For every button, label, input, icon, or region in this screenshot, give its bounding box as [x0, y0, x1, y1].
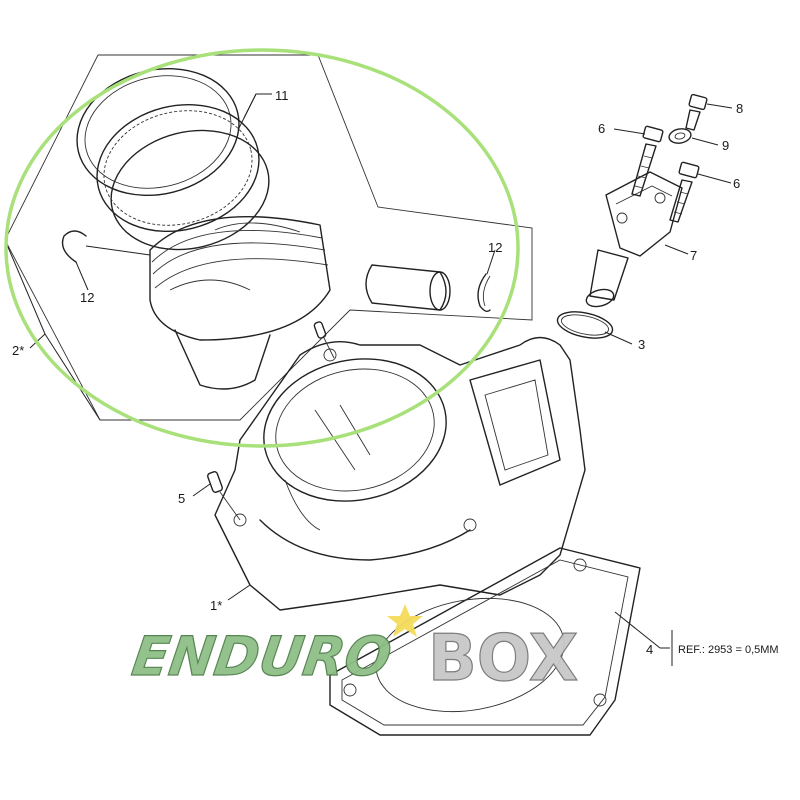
circlip-left [61, 230, 151, 263]
reference-note: REF.: 2953 = 0,5MM [678, 644, 779, 656]
callout-1: 1* [210, 598, 222, 613]
callout-7: 7 [690, 248, 697, 263]
tensioner-plug-screw [685, 93, 708, 131]
piston [149, 216, 331, 390]
callout-6-right: 6 [733, 176, 740, 191]
watermark-logo: ENDURO BOX [128, 604, 579, 697]
watermark-word-enduro: ENDURO [128, 625, 395, 688]
callout-8: 8 [736, 101, 743, 116]
circlip-right [477, 273, 491, 313]
cylinder-block [214, 336, 586, 611]
highlight-ellipse [4, 48, 520, 448]
tensioner-bolt-left [631, 125, 664, 197]
callout-12-right: 12 [488, 240, 502, 255]
base-gasket [329, 547, 641, 736]
tensioner-bolt-right [669, 161, 700, 223]
sealing-washer [668, 128, 692, 144]
dowel-pins [207, 321, 335, 521]
callout-3: 3 [638, 337, 645, 352]
star-icon [387, 604, 423, 637]
piston-kit-frame [4, 54, 533, 421]
leader-lines [4, 93, 733, 666]
callout-labels: 11 12 12 2* 1* 5 6 6 8 9 7 3 4 REF.: 295… [12, 88, 779, 657]
chain-tensioner [585, 171, 683, 308]
callout-2: 2* [12, 343, 24, 358]
tensioner-o-ring [556, 311, 614, 339]
callout-4: 4 [646, 642, 653, 657]
callout-12-left: 12 [80, 290, 94, 305]
callout-6-left: 6 [598, 121, 605, 136]
piston-pin [365, 264, 451, 311]
callout-11: 11 [275, 88, 289, 103]
callout-9: 9 [722, 138, 729, 153]
callout-5: 5 [178, 491, 185, 506]
watermark-word-box: BOX [428, 622, 578, 696]
